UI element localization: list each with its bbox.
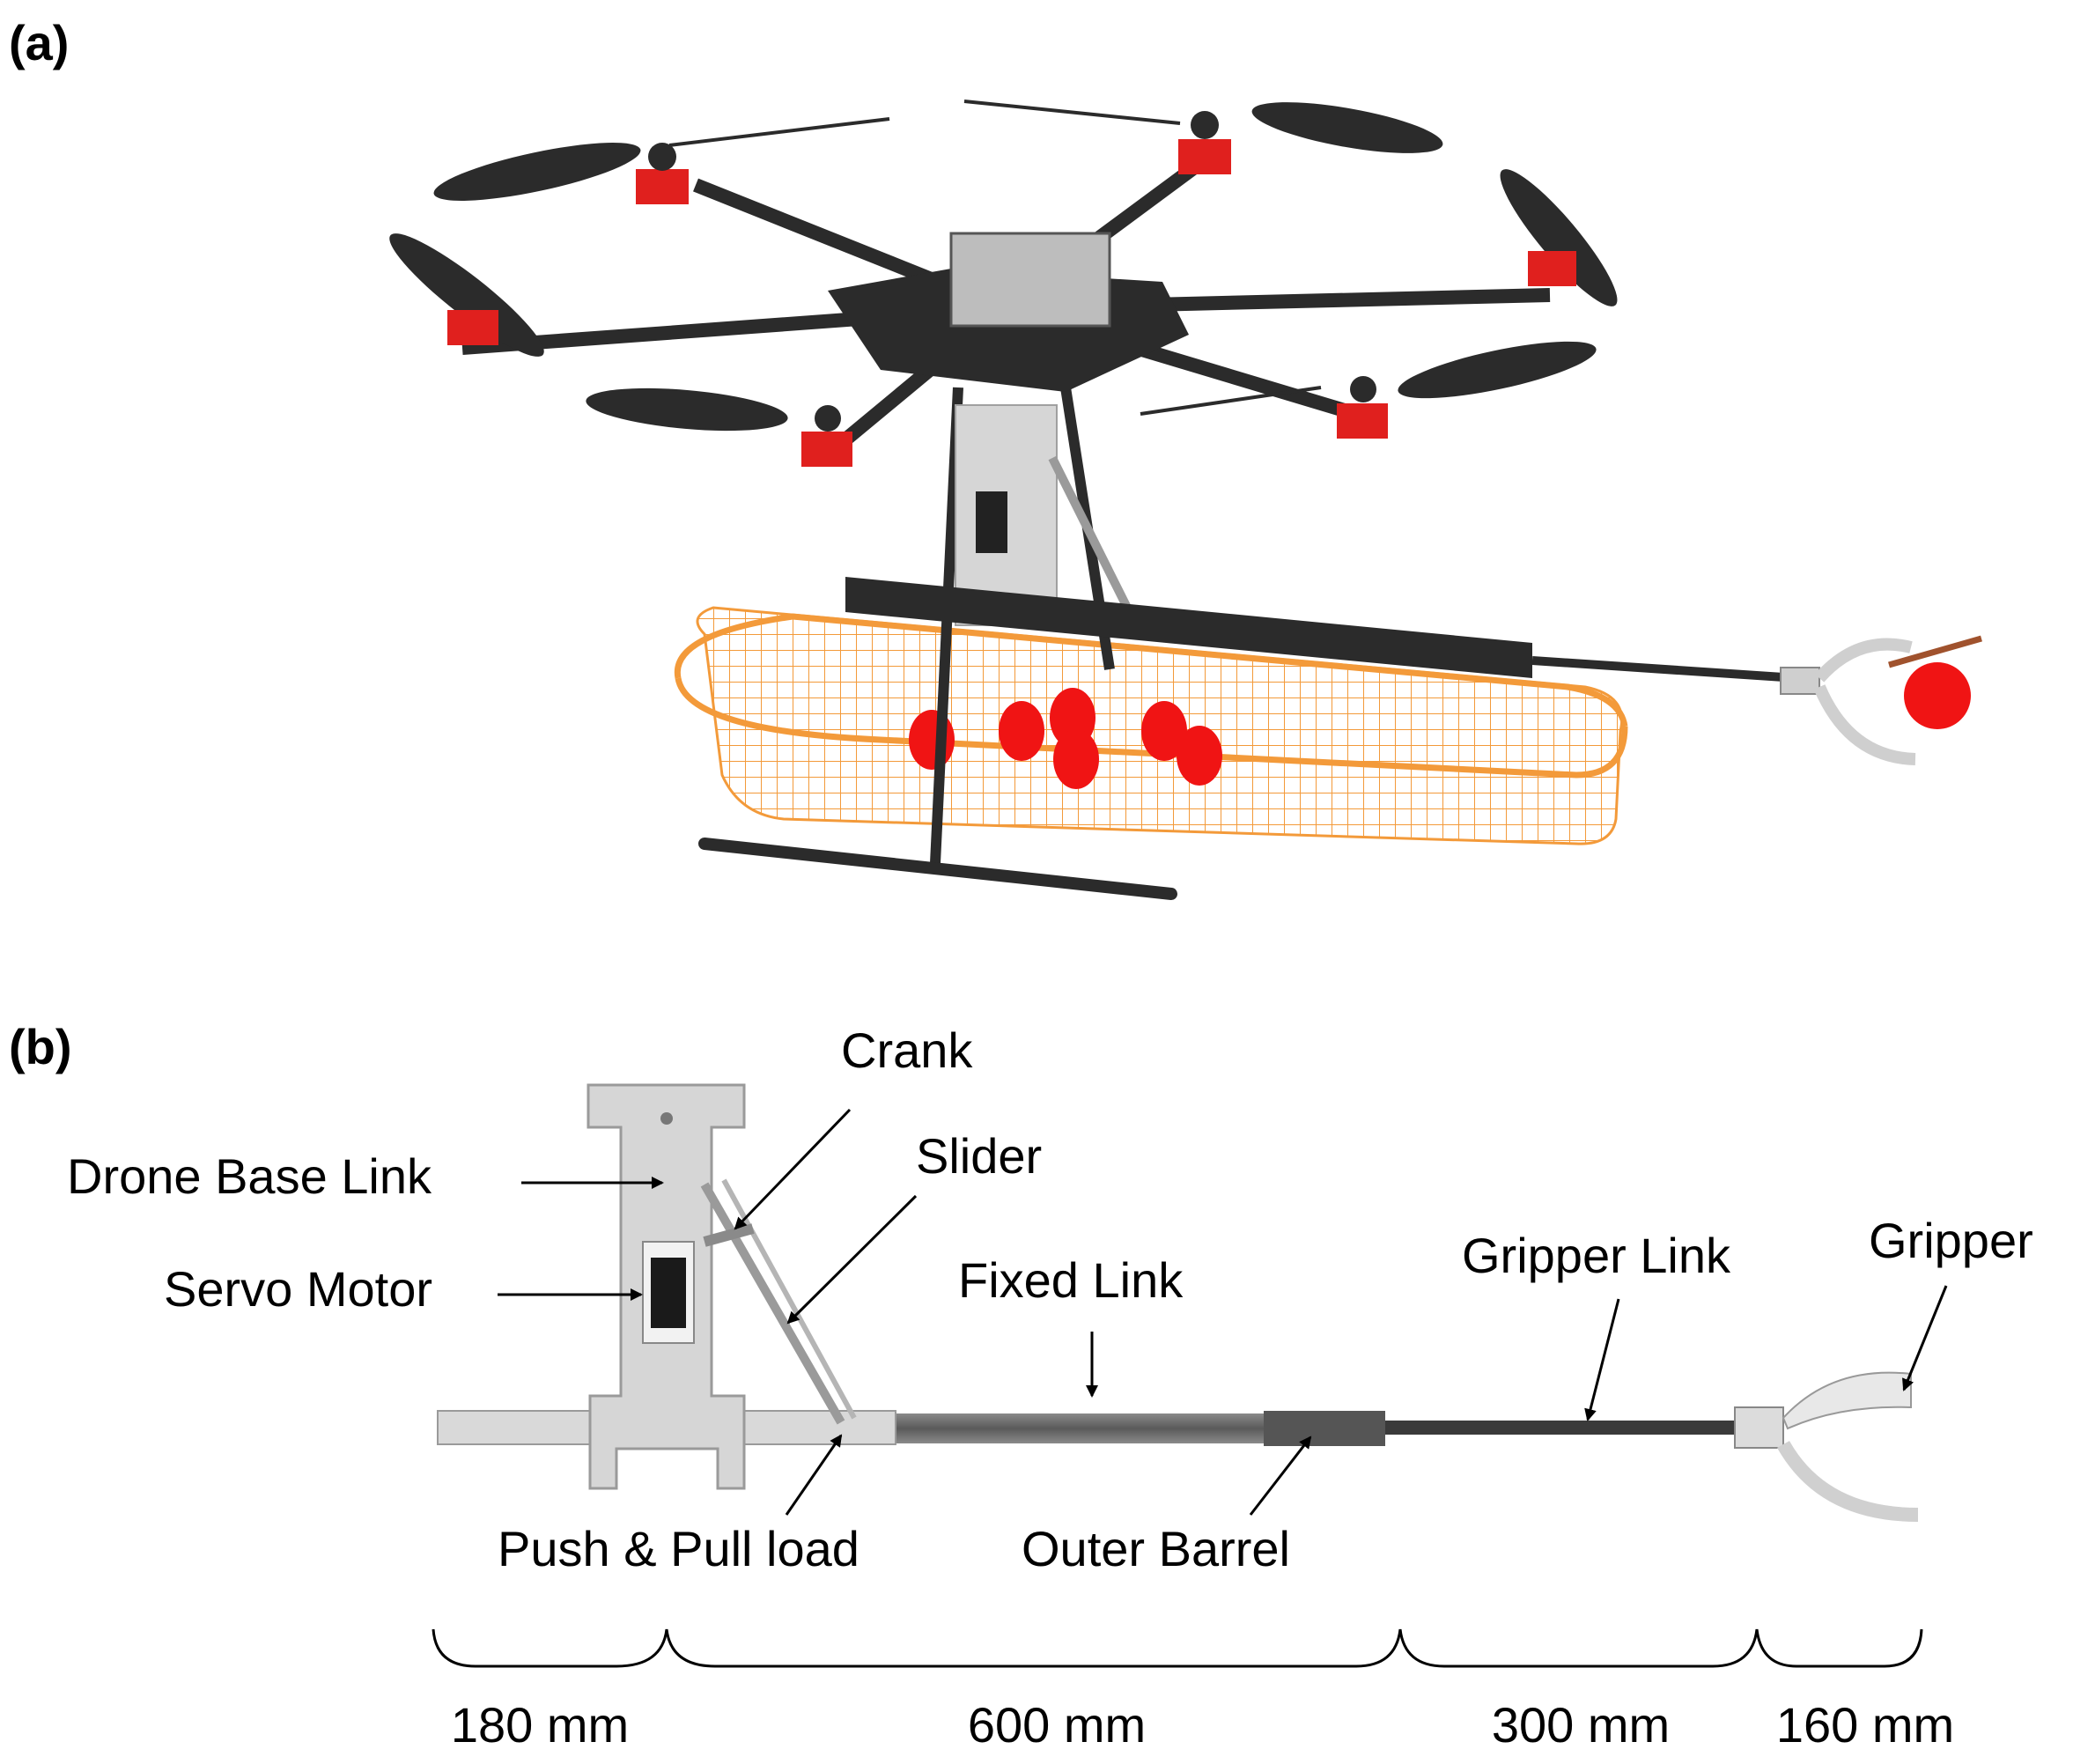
dimension-brace-line [432, 1628, 1923, 1668]
callout-outer-barrel: Outer Barrel [1022, 1521, 1290, 1576]
dimension-label: 300 mm [1492, 1697, 1670, 1753]
dimension-braces: 180 mm 600 mm 300 mm 160 mm [432, 1628, 1954, 1753]
dimension-label: 160 mm [1776, 1697, 1954, 1753]
hexacopter-frame [461, 152, 1551, 464]
extension-arm [845, 577, 1982, 765]
callout-gripper: Gripper [1869, 1213, 2033, 1268]
rotor-front-right [963, 100, 1443, 174]
outer-barrel [1264, 1411, 1385, 1446]
rotor-left [389, 233, 544, 357]
panel-b-label: (b) [9, 1019, 72, 1074]
panel-a-label: (a) [9, 15, 69, 70]
callouts: Crank Drone Base Link Slider Servo Motor… [67, 1022, 2033, 1576]
callout-drone-base-link: Drone Base Link [67, 1148, 432, 1204]
fixed-link [896, 1413, 1266, 1443]
dimension-label: 180 mm [451, 1697, 629, 1753]
callout-slider: Slider [916, 1128, 1042, 1184]
arm-schematic [437, 1083, 1919, 1522]
gripper-jaws [1734, 1371, 1919, 1522]
rotor-right [1500, 169, 1618, 306]
rotor-rear-right [1140, 341, 1597, 439]
callout-fixed-link: Fixed Link [958, 1252, 1184, 1308]
crank-bar [703, 1223, 755, 1247]
callout-push-pull-load: Push & Pull load [498, 1521, 859, 1576]
base-link-plate [955, 404, 1140, 628]
rotor-rear-left [586, 387, 852, 467]
gripper-link-rod [1385, 1421, 1737, 1435]
drone-render [389, 100, 1982, 900]
callout-crank: Crank [841, 1022, 973, 1078]
dimension-label: 600 mm [968, 1697, 1146, 1753]
callout-servo-motor: Servo Motor [164, 1261, 432, 1317]
rotor-front-left [433, 117, 890, 204]
target-apple [1904, 662, 1971, 729]
slider-bar [700, 1182, 845, 1425]
callout-gripper-link: Gripper Link [1462, 1228, 1731, 1283]
